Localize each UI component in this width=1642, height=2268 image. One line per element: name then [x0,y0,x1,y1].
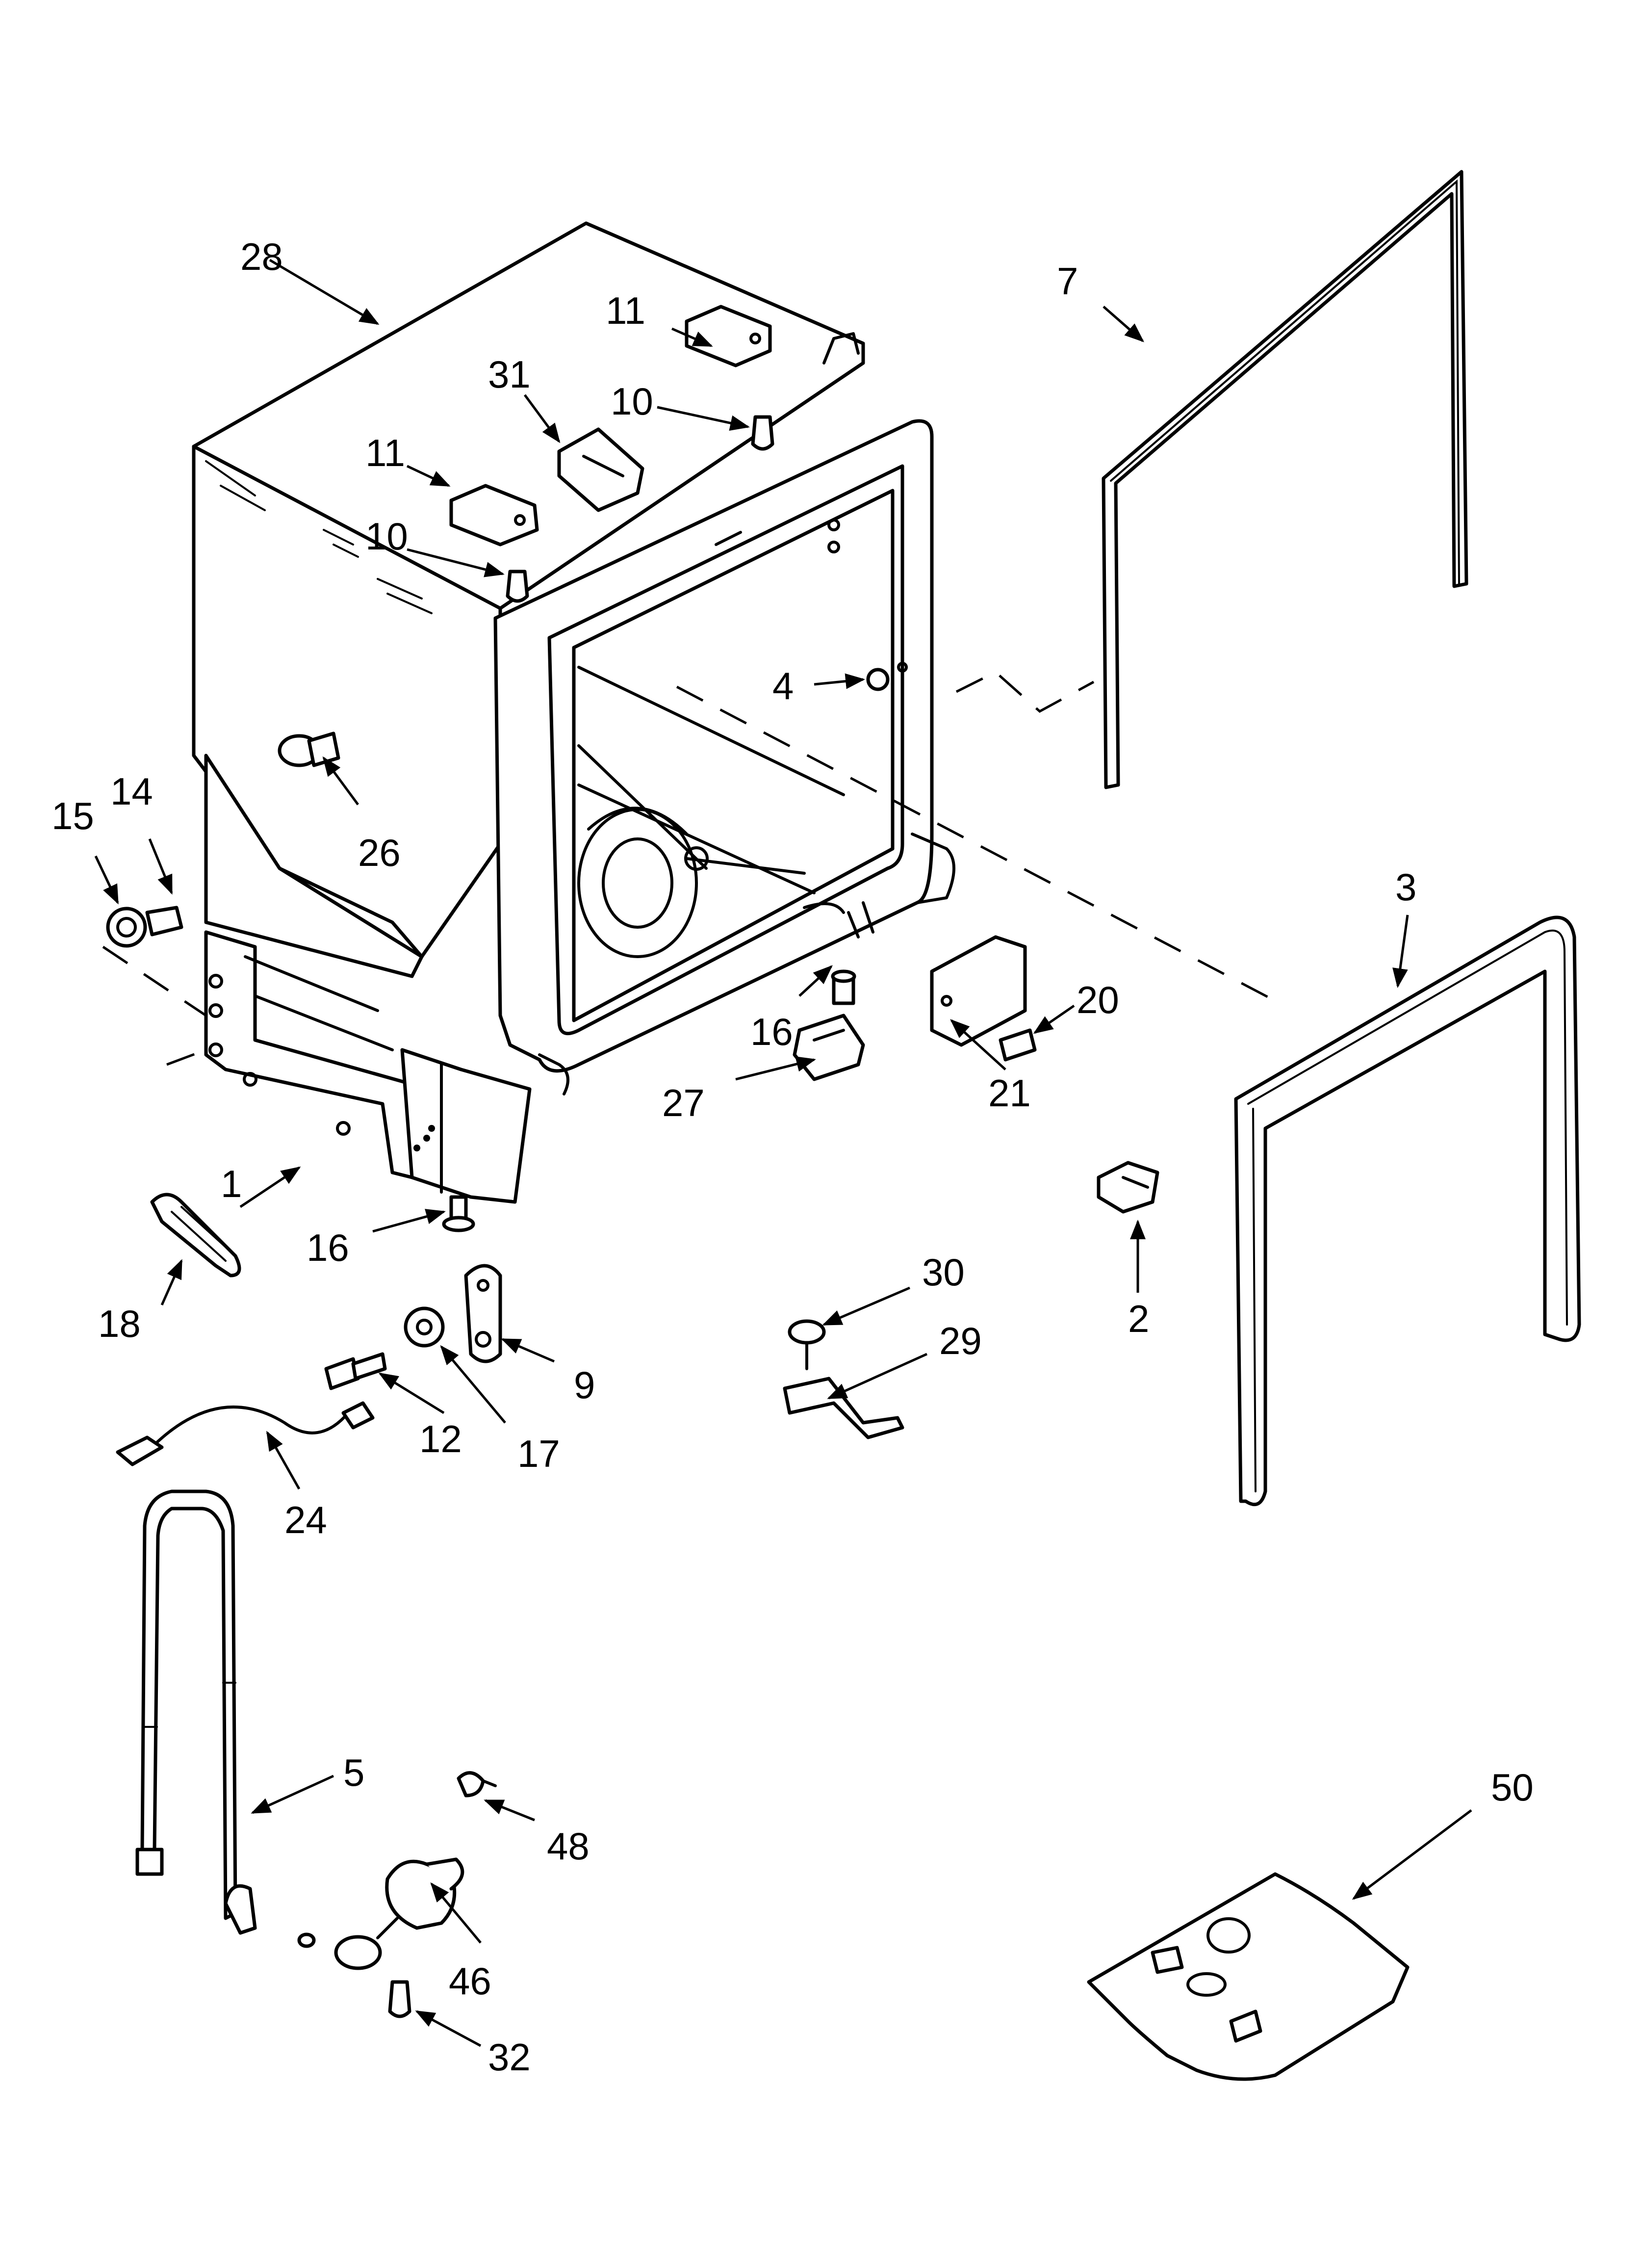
bracket-29 [783,1377,904,1439]
callout-16-upper: 16 [750,1010,793,1053]
parts-bag-50 [1087,1872,1410,2081]
plug-26 [278,731,340,767]
clamp-48 [457,1771,497,1798]
bracket-11-upper [685,305,772,367]
screw-10-lower [506,570,529,603]
screw-10-upper [751,415,774,451]
bolt-14 [145,906,183,937]
callout-11-upper: 11 [606,289,645,332]
callout-3: 3 [1395,865,1416,909]
washer-17 [404,1306,445,1348]
bracket-11-lower [449,484,539,547]
callout-16-lower: 16 [307,1226,349,1269]
latch-2 [1097,1161,1159,1214]
clip-27 [793,1014,865,1081]
callout-20: 20 [1077,978,1119,1021]
leader-lines [94,259,1472,2047]
callout-7: 7 [1057,260,1078,303]
screw-32 [388,1980,411,2018]
callout-11-lower: 11 [365,431,405,474]
callout-29: 29 [939,1319,982,1362]
leveler-16-lower [442,1195,475,1232]
sensor-30 [788,1319,826,1370]
callout-17: 17 [517,1432,560,1475]
hose-5 [135,1489,257,1935]
door-gasket [1102,170,1468,789]
valve-46 [297,1857,464,1970]
callout-10-lower: 10 [365,515,408,558]
tub-assembly [102,221,1276,1204]
bracket-9 [464,1264,502,1363]
wire-24 [116,1401,375,1466]
callout-32: 32 [488,2035,531,2079]
callout-21: 21 [988,1071,1031,1115]
callout-10-upper: 10 [611,380,653,423]
callout-46: 46 [449,1959,491,2003]
callout-2: 2 [1128,1297,1149,1340]
callout-48: 48 [547,1825,590,1868]
callout-12: 12 [419,1417,462,1460]
bracket-21 [930,935,1027,1047]
callout-28: 28 [240,235,283,278]
callout-15: 15 [51,794,94,837]
callout-1: 1 [221,1162,242,1205]
leveler-16-upper [831,969,856,1005]
callout-50: 50 [1491,1766,1534,1809]
callout-31: 31 [488,353,531,396]
callout-30: 30 [922,1251,965,1294]
clip-31 [557,427,644,512]
callout-24: 24 [284,1498,327,1541]
wheel-15 [106,907,147,948]
callout-4: 4 [772,664,794,707]
callout-9: 9 [574,1363,595,1407]
callout-5: 5 [343,1751,364,1794]
callout-26: 26 [358,831,401,874]
spring-18 [150,1193,241,1277]
callout-27: 27 [662,1081,705,1124]
callout-14: 14 [110,770,153,813]
bolt-12 [324,1352,387,1390]
screw-20 [999,1028,1037,1062]
stud-4 [866,662,908,691]
tub-gasket [1234,915,1581,1507]
callout-18: 18 [98,1302,141,1345]
callout-labels: 28 7 11 10 31 11 10 4 26 15 14 3 20 16 2… [51,235,1534,2079]
